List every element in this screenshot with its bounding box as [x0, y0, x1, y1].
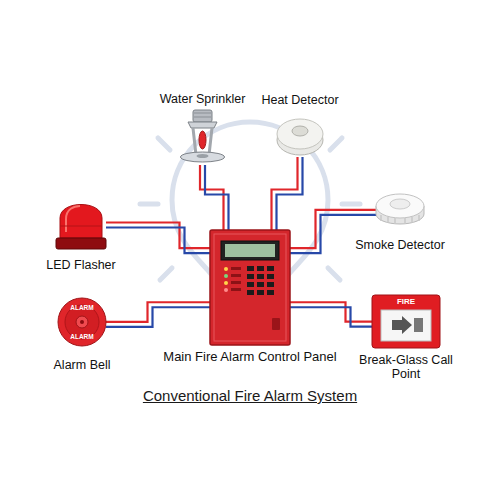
wire [290, 302, 372, 321]
control-panel: Main Fire Alarm Control Panel [210, 230, 290, 345]
device-label: Water Sprinkler [160, 92, 246, 107]
bell-marking: ALARM [70, 304, 93, 311]
wire-pair [290, 302, 372, 326]
smoke-detector-device: Smoke Detector [376, 192, 424, 226]
bulb-ray [158, 138, 170, 150]
bulb-ray [140, 202, 158, 207]
wire [106, 228, 210, 254]
heat-detector-device: Heat Detector [276, 117, 324, 157]
wire-pair [272, 157, 303, 230]
call-point-icon [372, 295, 440, 348]
call-point-marking: FIRE [397, 297, 415, 307]
heat-detector-icon [277, 119, 323, 155]
led-flasher-icon [56, 205, 106, 250]
wire-pair [106, 302, 210, 327]
device-label: Heat Detector [261, 93, 338, 108]
wire [277, 157, 303, 230]
led-flasher-device: LED Flasher [56, 200, 106, 250]
sprinkler-device: Water Sprinkler [180, 110, 225, 165]
smoke-detector-icon [376, 194, 424, 224]
wire [106, 223, 210, 249]
wire-pair [200, 165, 229, 230]
alarm-bell-icon [58, 298, 106, 346]
wire [205, 165, 229, 230]
alarm-bell-device: ALARMALARMAlarm Bell [58, 298, 106, 346]
bell-marking: ALARM [70, 333, 93, 340]
control-panel-icon [210, 230, 290, 345]
wire [290, 307, 372, 326]
bulb-ray [328, 268, 340, 280]
diagram-title: Conventional Fire Alarm System [0, 387, 500, 405]
device-label: Smoke Detector [355, 238, 445, 253]
wire [106, 307, 210, 327]
device-label: Break-Glass Call Point [351, 353, 461, 381]
device-label: LED Flasher [46, 258, 115, 273]
wire-pair [106, 223, 210, 254]
bulb-ray [330, 138, 342, 150]
wire [200, 165, 224, 230]
sprinkler-icon [181, 110, 225, 162]
panel-label: Main Fire Alarm Control Panel [163, 349, 336, 364]
bulb-ray [160, 268, 172, 280]
device-label: Alarm Bell [54, 358, 111, 373]
bulb-ray [342, 202, 360, 207]
wire [106, 302, 210, 322]
call-point-device: FIREBreak-Glass Call Point [372, 295, 440, 348]
